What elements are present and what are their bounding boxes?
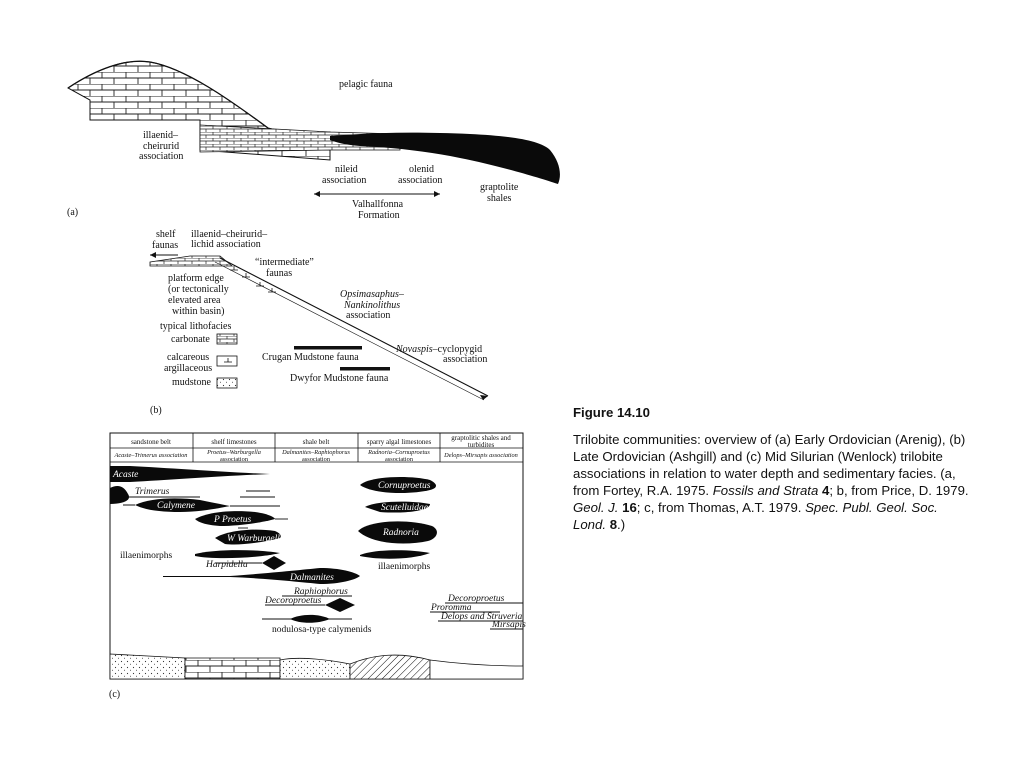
platform-label-1: platform edge — [168, 273, 224, 284]
assoc-shelf-1: Proetus–Warburgella — [206, 449, 261, 456]
assoc-shale-2: association — [302, 456, 331, 463]
assoc-graptolitic: Delops–Mirsapis association — [443, 452, 518, 459]
platform-label-4: within basin) — [172, 306, 225, 317]
graptolite-label-2: shales — [487, 193, 512, 204]
label-decoroproetus: Decoroproetus — [264, 596, 322, 606]
novaspis-assoc-label: association — [443, 354, 487, 365]
pelagic-fauna-label: pelagic fauna — [339, 79, 393, 90]
panel-c: sandstone belt shelf limestones shale be… — [109, 433, 526, 700]
platform-label-3: elevated area — [168, 295, 221, 306]
graptolite-label-1: graptolite — [480, 182, 519, 193]
figure-caption: Figure 14.10 Trilobite communities: over… — [573, 404, 973, 533]
label-harpidella: Harpidella — [205, 560, 248, 570]
illaenid-label-3: association — [139, 151, 183, 162]
intermediate-label-1: “intermediate” — [255, 257, 314, 268]
mudstone-key-swatch — [217, 378, 237, 388]
label-acaste: Acaste — [112, 470, 138, 480]
lithofacies-title: typical lithofacies — [160, 321, 231, 332]
assoc-shale-1: Dalmanites–Raphiophorus — [281, 449, 350, 456]
panel-b: shelf faunas illaenid–cheirurid– lichid … — [150, 229, 488, 416]
caption-title: Figure 14.10 — [573, 404, 973, 421]
intermediate-label-2: faunas — [266, 268, 292, 279]
carbonate-key-label: carbonate — [171, 334, 210, 345]
header-sandstone: sandstone belt — [131, 438, 171, 446]
assoc-sandstone: Acaste–Trimerus association — [114, 452, 188, 459]
label-illaenimorphs-left: illaenimorphs — [120, 551, 173, 561]
lithology-limestone — [185, 658, 280, 679]
header-graptolitic-2: turbidites — [468, 441, 495, 449]
label-nodulosa: nodulosa-type calymenids — [272, 625, 372, 635]
header-shelf: shelf limestones — [211, 438, 257, 446]
label-dalmanites: Dalmanites — [289, 573, 334, 583]
shelf-label-2: faunas — [152, 240, 178, 251]
carbonate-key-swatch — [217, 334, 237, 344]
assoc-sparry-1: Radnoria–Cornuproetus — [367, 449, 430, 456]
header-sparry: sparry algal limestones — [367, 438, 432, 446]
assoc-shelf-2: association — [220, 456, 249, 463]
olenid-label-1: olenid — [409, 164, 434, 175]
formation-label-2: Formation — [358, 210, 400, 221]
opsimasaphus-label-3: association — [346, 310, 390, 321]
panel-c-label: (c) — [109, 689, 120, 700]
lithology-sandstone — [110, 654, 185, 679]
header-shale: shale belt — [303, 438, 330, 446]
label-trimerus: Trimerus — [135, 487, 170, 497]
assoc-sparry-2: association — [385, 456, 414, 463]
label-mirsapis: Mirsapis — [491, 620, 526, 630]
platform-label-2: (or tectonically — [168, 284, 229, 295]
panel-a: (a) pelagic fauna illaenid– cheirurid as… — [67, 61, 560, 221]
calcareous-key-label-2: argillaceous — [164, 363, 212, 374]
shelf-label-1: shelf — [156, 229, 176, 240]
label-radnoria: Radnoria — [382, 528, 419, 538]
formation-label-1: Valhallfonna — [352, 199, 404, 210]
nileid-label-1: nileid — [335, 164, 358, 175]
illaenid-b-label-2: lichid association — [191, 239, 261, 250]
nileid-label-2: association — [322, 175, 366, 186]
opsimasaphus-label-1: Opsimasaphus– — [340, 289, 405, 300]
dwyfor-label: Dwyfor Mudstone fauna — [290, 373, 389, 384]
olenid-label-2: association — [398, 175, 442, 186]
crugan-label: Crugan Mudstone fauna — [262, 352, 359, 363]
mudstone-key-label: mudstone — [172, 377, 211, 388]
calcareous-key-label-1: calcareous — [167, 352, 209, 363]
dwyfor-bar — [340, 367, 390, 371]
label-w-warburgella: W Warburgella — [227, 534, 285, 544]
label-p-proetus: P Proetus — [213, 515, 252, 525]
calcareous-key-swatch — [217, 356, 237, 366]
panel-b-label: (b) — [150, 405, 162, 416]
crugan-bar — [294, 346, 362, 350]
caption-text: Trilobite communities: overview of (a) E… — [573, 431, 973, 533]
label-cornuproetus: Cornuproetus — [378, 481, 431, 491]
panel-a-label: (a) — [67, 207, 78, 218]
label-illaenimorphs-right: illaenimorphs — [378, 562, 431, 572]
illaenid-label-1: illaenid– — [143, 130, 179, 141]
label-calymene: Calymene — [157, 501, 195, 511]
label-scutelluidae: Scutelluidae — [381, 503, 428, 513]
